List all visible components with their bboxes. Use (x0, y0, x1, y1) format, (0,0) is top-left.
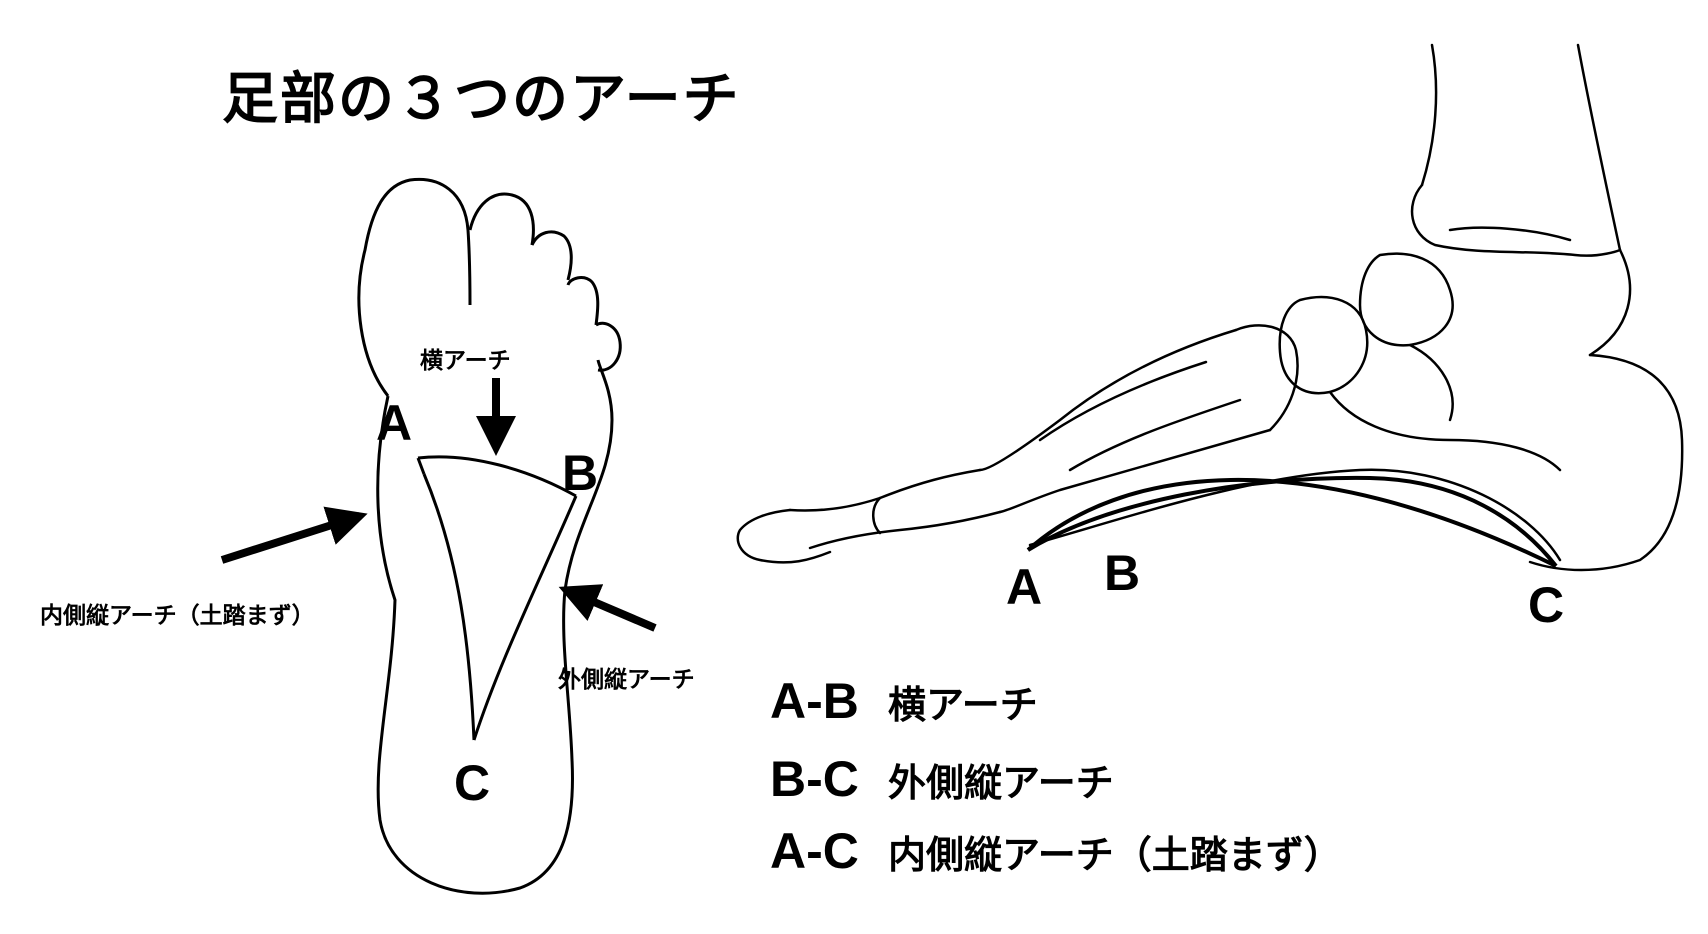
sole-point-a: A (376, 398, 412, 448)
arch-triangle (418, 457, 576, 740)
side-point-b: B (1104, 548, 1140, 598)
legend-code: A-C (770, 822, 888, 880)
legend-desc: 外側縦アーチ (888, 752, 1114, 807)
legend-row-ab: A-B 横アーチ (770, 672, 1038, 730)
sole-point-c: C (454, 758, 490, 808)
legend-desc: 内側縦アーチ（土踏まず） (888, 824, 1342, 879)
side-point-a: A (1006, 562, 1042, 612)
legend-row-ac: A-C 内側縦アーチ（土踏まず） (770, 822, 1342, 880)
legend-code: B-C (770, 750, 888, 808)
lateral-arch-arrow (566, 590, 655, 628)
sole-point-b: B (562, 448, 598, 498)
legend-row-bc: B-C 外側縦アーチ (770, 750, 1114, 808)
lateral-arch-label: 外側縦アーチ (558, 660, 695, 694)
legend-code: A-B (770, 672, 888, 730)
side-point-c: C (1528, 580, 1564, 630)
transverse-arch-label: 横アーチ (420, 341, 511, 375)
medial-arch-arrow (222, 516, 360, 560)
legend-desc: 横アーチ (888, 674, 1038, 729)
medial-arch-label: 内側縦アーチ（土踏まず） (40, 596, 315, 630)
